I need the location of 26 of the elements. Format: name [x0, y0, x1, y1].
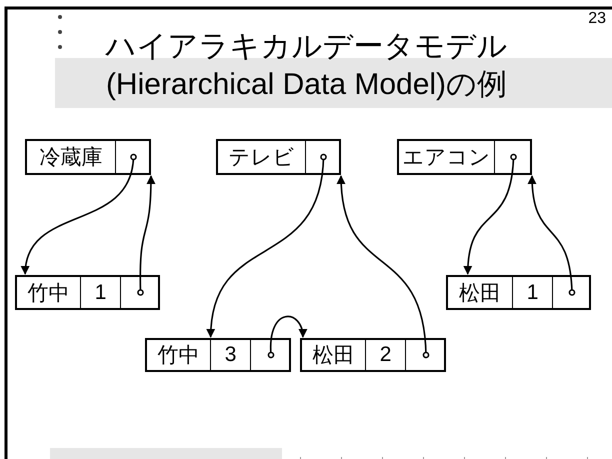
record-value: 2 — [380, 343, 392, 367]
record-label: テレビ — [228, 145, 295, 171]
record-box — [25, 139, 151, 175]
record-label: 竹中 — [28, 280, 70, 306]
record-box — [446, 275, 591, 310]
record-box — [15, 275, 160, 310]
record-value: 3 — [224, 343, 236, 367]
record-label: 松田 — [459, 280, 502, 306]
record-label: 竹中 — [158, 343, 200, 369]
record-box — [145, 338, 291, 372]
record-value: 1 — [94, 280, 106, 304]
record-box — [300, 338, 446, 372]
record-label: 松田 — [312, 343, 355, 369]
pointer-arrow — [337, 175, 430, 358]
record-box — [397, 139, 532, 175]
record-value: 1 — [526, 280, 538, 304]
pointer-arrow — [22, 154, 137, 275]
pointer-arrow — [268, 316, 307, 358]
pointer-arrow — [528, 175, 576, 296]
record-label: エアコン — [402, 145, 491, 171]
record-box — [216, 139, 341, 175]
page-number: 23 — [588, 10, 606, 28]
record-label: 冷蔵庫 — [40, 145, 103, 171]
pointer-arrow — [137, 175, 156, 296]
pointer-arrow — [464, 154, 517, 275]
pointer-arrow — [206, 154, 327, 338]
